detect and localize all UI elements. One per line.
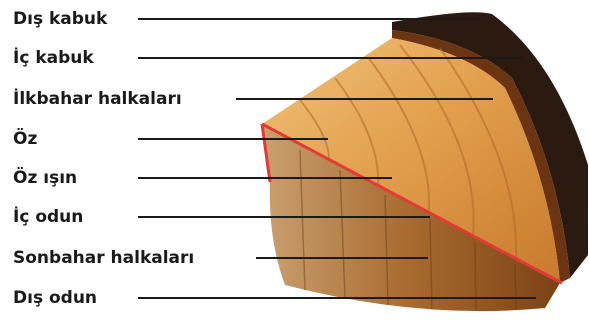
label-ilkbahar-halkalari: İlkbahar halkaları xyxy=(13,89,182,109)
label-dis-kabuk: Dış kabuk xyxy=(13,9,107,29)
label-dis-odun: Dış odun xyxy=(13,288,97,308)
label-ic-kabuk: İç kabuk xyxy=(13,48,94,68)
label-oz: Öz xyxy=(13,129,37,149)
label-sonbahar-halkalari: Sonbahar halkaları xyxy=(13,248,194,268)
label-oz-isin: Öz ışın xyxy=(13,168,77,188)
label-ic-odun: İç odun xyxy=(13,207,83,227)
